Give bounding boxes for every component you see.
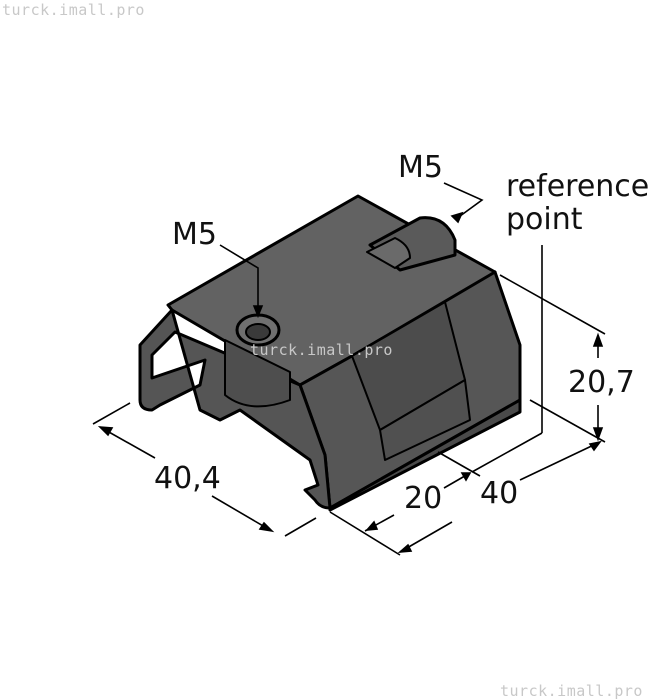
dimension-depth-full: 40 [480,476,519,511]
callout-leaders [219,182,543,473]
watermark-top-left: turck.imall.pro [2,1,145,19]
callout-point: point [506,202,583,237]
watermark-bottom-right: turck.imall.pro [500,682,643,700]
dimension-lines [92,274,606,556]
dimension-height-right: 20,7 [568,365,635,400]
callout-reference: reference [506,169,650,204]
bracket-body [138,194,522,512]
dimension-width-left: 40,4 [154,461,221,496]
callout-m5-top: M5 [172,217,217,252]
dimension-depth-half: 20 [404,481,443,516]
callout-m5-side: M5 [398,150,443,185]
watermark-center: turck.imall.pro [250,341,393,359]
